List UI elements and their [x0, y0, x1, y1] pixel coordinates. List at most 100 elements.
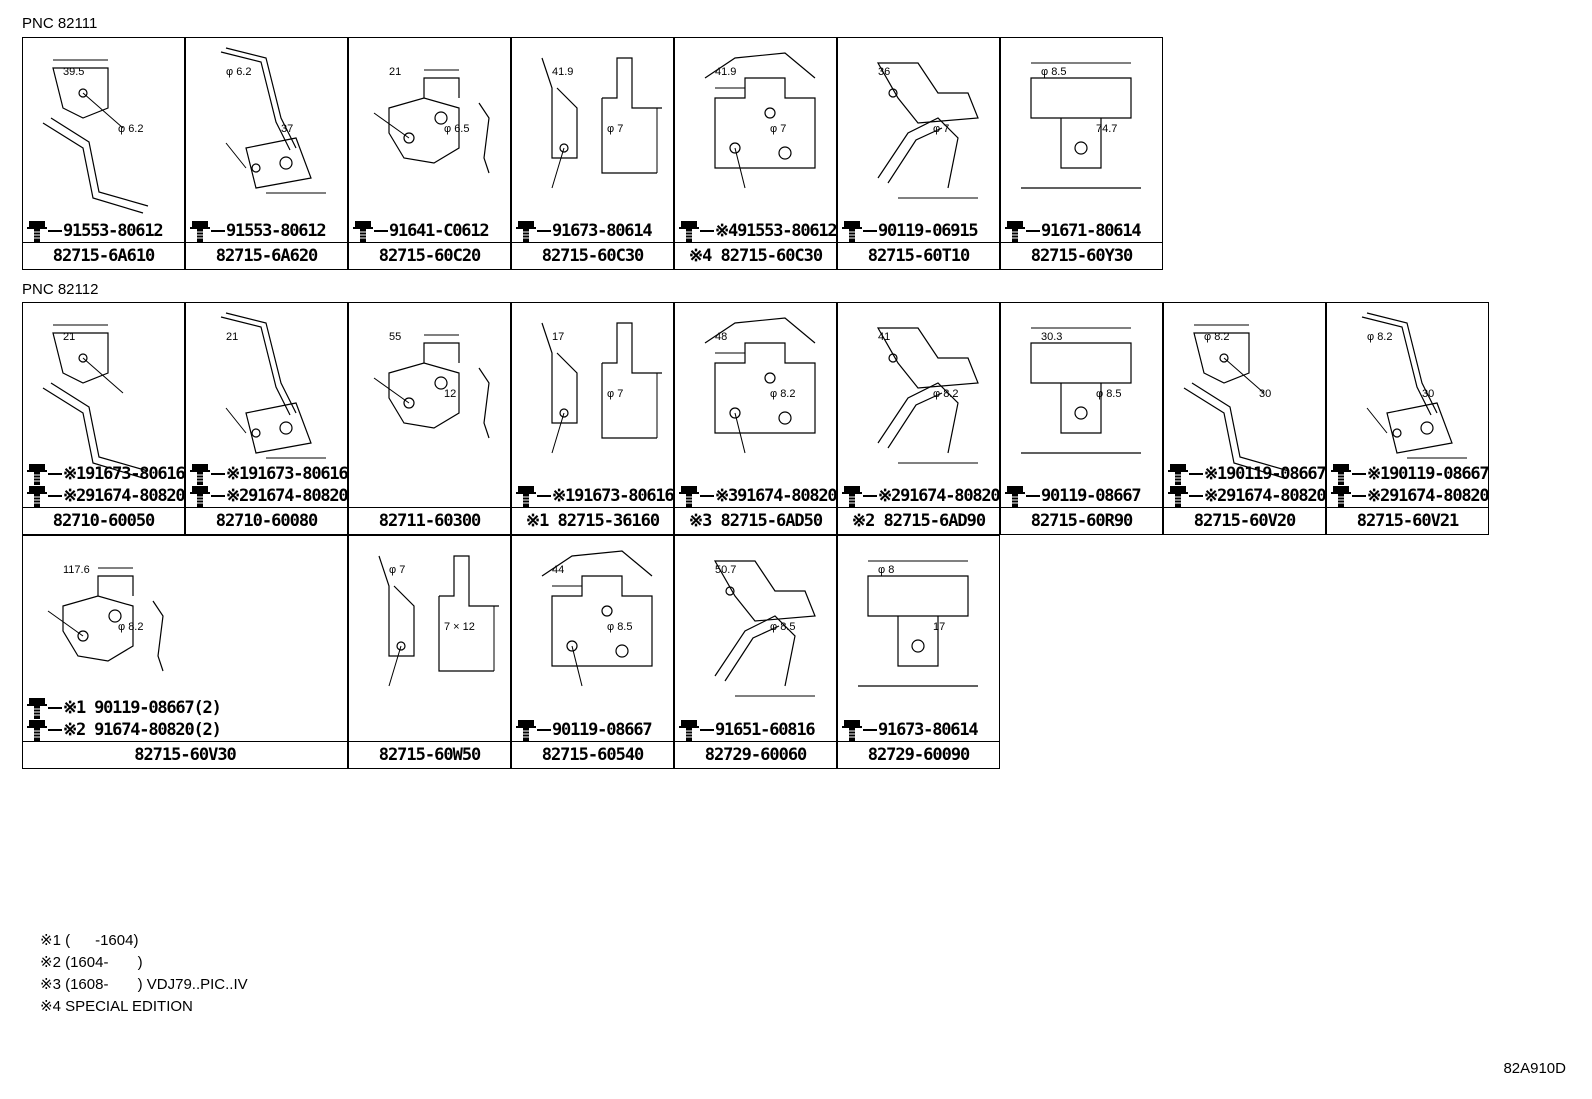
- bolt-icon: [679, 486, 699, 507]
- bolt-part-number: 90119-08667: [515, 719, 653, 741]
- part-number-label: 82729-60060: [674, 741, 837, 769]
- dimension-label: 41.9: [552, 66, 574, 78]
- bolt-icon: [27, 720, 47, 741]
- part-number-label: 82715-60Y30: [1000, 242, 1163, 270]
- bolt-part-number: ※190119-08667: [1330, 463, 1490, 485]
- dimension-label: 36: [878, 66, 891, 78]
- bolt-part-number: 91641-C0612: [352, 220, 490, 242]
- bolt-icon: [190, 221, 210, 242]
- dimension-label: φ 8.2: [1204, 331, 1230, 343]
- part-number-label: 82715-60V21: [1326, 507, 1489, 535]
- dimension-label: 37: [281, 123, 294, 135]
- bolt-icon: [1005, 486, 1025, 507]
- part-number-label: 82715-60V20: [1163, 507, 1326, 535]
- bolt-icon: [516, 486, 536, 507]
- bolt-number-text: ※190119-08667: [1204, 464, 1327, 484]
- bolt-part-number: ※291674-80820: [841, 485, 1001, 507]
- dimension-label: 39.5: [63, 66, 85, 78]
- part-number-label: 82715-60C30: [511, 242, 674, 270]
- bolt-icon: [1331, 486, 1351, 507]
- bolt-number-text: 91651-60816: [715, 720, 816, 740]
- dimension-label: φ 6.2: [226, 66, 252, 78]
- part-number-label: ※4 82715-60C30: [674, 242, 837, 270]
- part-number-label: 82711-60300: [348, 507, 511, 535]
- bolt-number-text: 91553-80612: [63, 221, 164, 241]
- footnote-4: ※4 SPECIAL EDITION: [40, 998, 193, 1015]
- bolt-icon: [190, 486, 210, 507]
- bolt-part-number: 91671-80614: [1004, 220, 1142, 242]
- bolt-part-number: ※291674-80820: [1167, 485, 1327, 507]
- bolt-number-text: ※291674-80820: [878, 486, 1001, 506]
- part-number-label: ※3 82715-6AD50: [674, 507, 837, 535]
- bolt-part-number: ※291674-80820: [189, 485, 349, 507]
- bolt-number-text: 90119-06915: [878, 221, 979, 241]
- bolt-number-text: 91553-80612: [226, 221, 327, 241]
- bolt-icon: [1168, 486, 1188, 507]
- part-number-label: 82715-6A610: [22, 242, 185, 270]
- bolt-part-number: 91651-60816: [678, 719, 816, 741]
- part-cell: 21 ※191673-80616 ※291674-80820: [22, 302, 186, 508]
- dimension-label: 41.9: [715, 66, 737, 78]
- bolt-part-number: ※291674-80820: [1330, 485, 1490, 507]
- dimension-label: 21: [389, 66, 402, 78]
- bolt-part-number: ※1 90119-08667(2): [26, 697, 222, 719]
- footnote-3: ※3 (1608- ) VDJ79..PIC..IV: [40, 976, 248, 993]
- dimension-label: φ 8.2: [1367, 331, 1393, 343]
- bolt-number-text: ※291674-80820: [1204, 486, 1327, 506]
- bolt-part-number: 91673-80614: [841, 719, 979, 741]
- part-number-label: 82715-60C20: [348, 242, 511, 270]
- dimension-label: 50.7: [715, 564, 737, 576]
- dimension-label: φ 8.2: [118, 621, 144, 633]
- dimension-label: φ 6.5: [444, 123, 470, 135]
- bolt-part-number: ※491553-80612: [678, 220, 838, 242]
- bolt-number-text: 91673-80614: [552, 221, 653, 241]
- bolt-icon: [679, 720, 699, 741]
- dimension-label: 48: [715, 331, 728, 343]
- bolt-icon: [679, 221, 699, 242]
- bolt-part-number: 91553-80612: [26, 220, 164, 242]
- bolt-part-number: ※291674-80820: [26, 485, 186, 507]
- bolt-number-text: ※191673-80616: [226, 464, 349, 484]
- part-cell: 48 φ 8.2 ※391674-80820: [674, 302, 838, 508]
- dimension-label: 21: [226, 331, 239, 343]
- part-number-label: 82715-60V30: [22, 741, 348, 769]
- diagram-code: 82A910D: [1503, 1060, 1566, 1077]
- part-cell: 21 ※191673-80616 ※291674-80820: [185, 302, 349, 508]
- dimension-label: φ 8.5: [1096, 388, 1122, 400]
- dimension-label: 30: [1422, 388, 1435, 400]
- bolt-icon: [27, 698, 47, 719]
- bolt-icon: [27, 486, 47, 507]
- part-cell: φ 8.2 30 ※190119-08667 ※291674-80820: [1326, 302, 1490, 508]
- part-number-label: 82715-6A620: [185, 242, 348, 270]
- dimension-label: φ 7: [607, 123, 624, 135]
- bolt-number-text: ※291674-80820: [226, 486, 349, 506]
- part-cell: 17 φ 7 ※191673-80616: [511, 302, 675, 508]
- bolt-number-text: 90119-08667: [552, 720, 653, 740]
- dimension-label: 117.6: [63, 564, 90, 576]
- bolt-number-text: ※291674-80820: [63, 486, 186, 506]
- dimension-label: φ 8: [878, 564, 895, 576]
- bolt-icon: [1331, 464, 1351, 485]
- dimension-label: 17: [552, 331, 565, 343]
- dimension-label: 30.3: [1041, 331, 1063, 343]
- bolt-number-text: ※391674-80820: [715, 486, 838, 506]
- bolt-part-number: ※191673-80616: [189, 463, 349, 485]
- part-number-label: 82715-60R90: [1000, 507, 1163, 535]
- bolt-icon: [27, 464, 47, 485]
- bolt-number-text: 91641-C0612: [389, 221, 490, 241]
- section-title-pnc-82111: PNC 82111: [22, 15, 98, 32]
- part-cell: 21 φ 6.5 91641-C0612: [348, 37, 511, 243]
- part-number-label: 82715-60540: [511, 741, 674, 769]
- dimension-label: φ 8.2: [933, 388, 959, 400]
- part-cell: φ 6.2 37 91553-80612: [185, 37, 348, 243]
- dimension-label: φ 7: [607, 388, 624, 400]
- dimension-label: φ 8.2: [770, 388, 796, 400]
- bolt-number-text: ※191673-80616: [552, 486, 675, 506]
